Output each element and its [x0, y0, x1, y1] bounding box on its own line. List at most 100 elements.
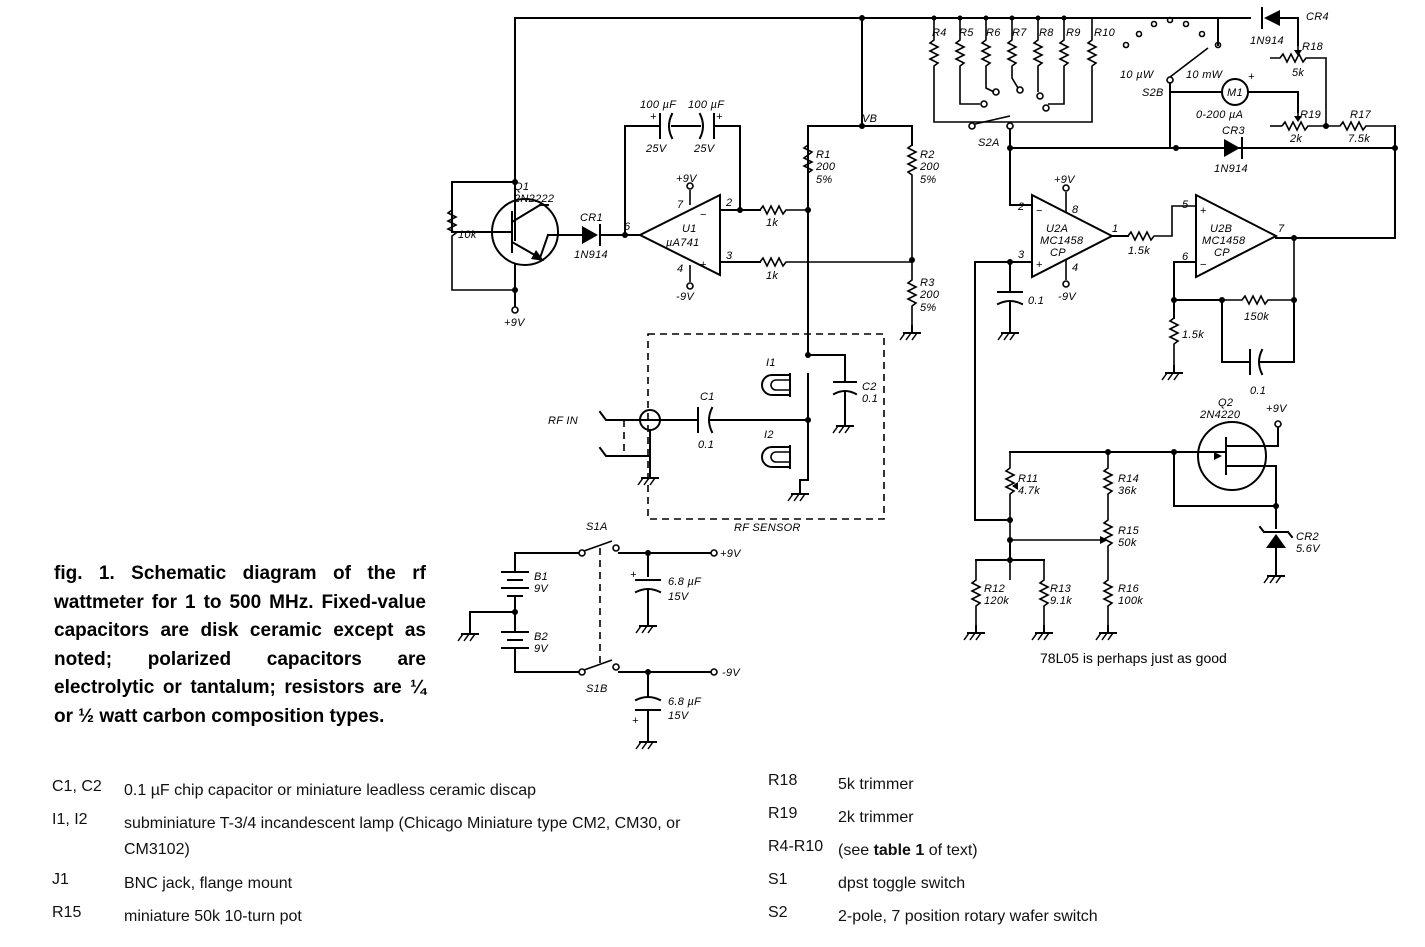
q2-type: 2N4220	[1199, 409, 1241, 421]
r5-label: R5	[959, 27, 974, 39]
r2-tolerance: 5%	[920, 174, 937, 186]
s1b-label: S1B	[586, 683, 608, 695]
r7-label: R7	[1012, 27, 1027, 39]
cap-u2a: 0.1	[1028, 295, 1044, 307]
svg-text:+: +	[630, 569, 637, 581]
u2-pin5: 5	[1182, 199, 1189, 211]
u2-pin2: 2	[1017, 201, 1024, 213]
rf-sensor-label: RF SENSOR	[734, 522, 801, 534]
svg-text:+: +	[700, 259, 706, 271]
r16-label: R16	[1118, 583, 1140, 595]
out-plus9v: +9V	[720, 548, 742, 560]
figure-caption: fig. 1. Schematic diagram of the rf watt…	[54, 563, 426, 727]
u2a-label: U2A	[1046, 223, 1068, 235]
r18-value: 5k	[1292, 67, 1304, 79]
u2a-plus9v: +9V	[1054, 174, 1076, 186]
q1-plus9v: +9V	[504, 317, 526, 329]
part-desc: 5k trimmer	[838, 776, 914, 793]
u1-minus9v: -9V	[676, 291, 695, 303]
u2-pin1: 1	[1112, 223, 1118, 235]
battery-b2	[501, 631, 529, 649]
parts-row: S1 dpst toggle switch	[768, 871, 1408, 904]
q1-label: Q1	[514, 181, 529, 193]
svg-text:+: +	[716, 111, 723, 123]
u1-plus9v: +9V	[676, 173, 698, 185]
cap100b-voltage: 25V	[693, 143, 716, 155]
u2a-cp: CP	[1050, 247, 1066, 259]
cr4-type: 1N914	[1250, 35, 1284, 47]
u2b-opamp: + −	[1195, 193, 1279, 279]
part-ref: I1, I2	[52, 811, 88, 828]
q1-type: 2N2222	[513, 193, 554, 205]
r15-label: R15	[1118, 525, 1140, 537]
cr3-type: 1N914	[1214, 163, 1248, 175]
svg-text:+: +	[1248, 71, 1255, 83]
meter-range: 0-200 µA	[1196, 109, 1243, 121]
r2-label: R2	[920, 149, 935, 161]
cap100a-label: 100 µF	[640, 99, 677, 111]
r18-label: R18	[1302, 41, 1324, 53]
m1-label: M1	[1227, 87, 1243, 99]
r14-label: R14	[1118, 473, 1139, 485]
u1-pin6: 6	[624, 221, 631, 233]
r1-tolerance: 5%	[816, 174, 833, 186]
r12-value: 120k	[984, 595, 1009, 607]
r2-value: 200	[919, 161, 940, 173]
r15-value: 50k	[1118, 537, 1137, 549]
parts-row: R15 miniature 50k 10-turn pot	[52, 904, 712, 937]
part-desc: 2-pole, 7 position rotary wafer switch	[838, 908, 1098, 925]
r17-label: R17	[1350, 109, 1372, 121]
vb-label: VB	[862, 113, 877, 125]
u2-pin8: 8	[1072, 204, 1079, 216]
part-ref: J1	[52, 871, 69, 888]
part-desc: subminiature T-3/4 incandescent lamp (Ch…	[124, 815, 681, 858]
s1a-label: S1A	[586, 521, 608, 533]
parts-row: J1 BNC jack, flange mount	[52, 871, 712, 904]
c1-label: C1	[700, 391, 715, 403]
s2b-label: S2B	[1142, 87, 1164, 99]
part-ref: R4-R10	[768, 838, 824, 855]
parts-list-right: R18 5k trimmer R19 2k trimmer R4-R10 (se…	[768, 772, 1408, 937]
r19-label: R19	[1300, 109, 1321, 121]
cap68b-voltage: 15V	[668, 710, 690, 722]
resistor-bank-r4-r10	[928, 15, 1098, 130]
parts-row: R19 2k trimmer	[768, 805, 1408, 838]
r6-label: R6	[986, 27, 1001, 39]
u2a-type: MC1458	[1040, 235, 1084, 247]
rf-in-label: RF IN	[548, 415, 578, 427]
r13-label: R13	[1050, 583, 1072, 595]
r-1-5k-a: 1.5k	[1128, 245, 1150, 257]
c2-label: C2	[862, 381, 877, 393]
u2b-cp: CP	[1214, 247, 1230, 259]
r13-value: 9.1k	[1050, 595, 1072, 607]
lamp-i2	[761, 445, 809, 469]
r1-label: R1	[816, 149, 831, 161]
cap68b-label: 6.8 µF	[668, 696, 702, 708]
part-desc-post: of text)	[924, 842, 978, 859]
b2-value: 9V	[534, 643, 549, 655]
c2-value: 0.1	[862, 393, 878, 405]
r11-value: 4.7k	[1018, 485, 1040, 497]
parts-row: S2 2-pole, 7 position rotary wafer switc…	[768, 904, 1408, 937]
part-desc: BNC jack, flange mount	[124, 875, 293, 892]
r4-label: R4	[932, 27, 947, 39]
parts-row: R4-R10 (see table 1 of text)	[768, 838, 1408, 871]
c1-value: 0.1	[698, 439, 714, 451]
b2-label: B2	[534, 631, 548, 643]
r-1-5k-b: 1.5k	[1182, 329, 1204, 341]
u1-pin3: 3	[726, 250, 733, 262]
u1-opamp: − +	[637, 193, 721, 277]
u1-pin4: 4	[677, 263, 683, 275]
u1-label: U1	[682, 223, 697, 235]
r17-value: 7.5k	[1348, 133, 1370, 145]
svg-text:−: −	[1200, 259, 1206, 271]
u2-pin6: 6	[1182, 251, 1189, 263]
q2-jfet	[1197, 421, 1267, 491]
r10-label: R10	[1094, 27, 1116, 39]
cap-u2b: 0.1	[1250, 385, 1266, 397]
note-78l05: 78L05 is perhaps just as good	[1040, 650, 1227, 666]
r3-value: 200	[919, 289, 940, 301]
cr2-value: 5.6V	[1296, 543, 1321, 555]
part-ref: R15	[52, 904, 82, 921]
part-desc: miniature 50k 10-turn pot	[124, 908, 302, 925]
